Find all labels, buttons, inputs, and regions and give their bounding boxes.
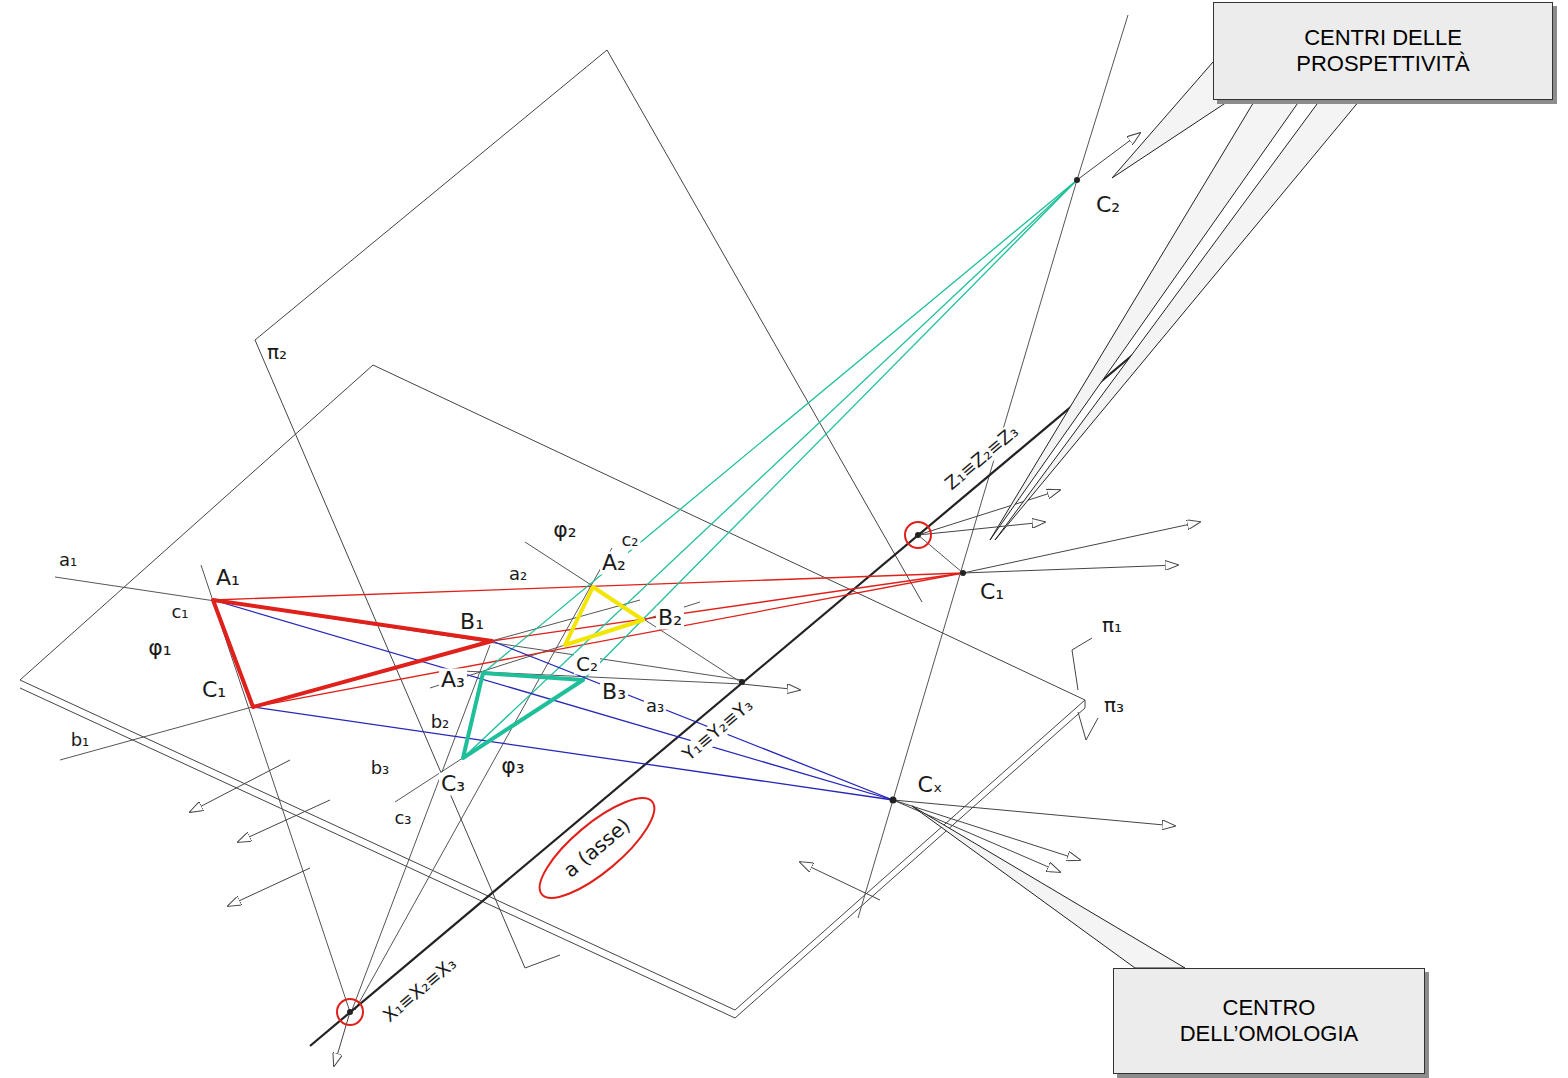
line-label: a₃ — [644, 697, 666, 716]
direction-arrow — [918, 522, 1045, 535]
centre-point — [960, 570, 966, 576]
trace-lines — [55, 15, 1128, 1012]
plane-label: π₂ — [265, 342, 289, 363]
direction-arrow — [800, 862, 880, 900]
line-b1 — [60, 600, 640, 760]
construction-line — [1077, 15, 1128, 180]
direction-arrow — [918, 490, 1060, 535]
centre-label: C₁ — [978, 580, 1006, 603]
callout-box: CENTRI DELLE PROSPETTIVITÀ — [1213, 2, 1553, 100]
homology-axis — [310, 353, 1135, 1046]
point-label: A₁ — [214, 566, 242, 589]
line-label: c₂ — [619, 531, 640, 550]
axis-point — [739, 679, 745, 685]
plane-outlines — [20, 50, 1098, 1018]
highlight-marks — [337, 522, 931, 1025]
centre-point — [1074, 177, 1080, 183]
line-c2 — [355, 548, 612, 1010]
homology-ray — [253, 707, 893, 800]
triangle-3 — [463, 673, 583, 758]
direction-arrows — [190, 133, 1200, 1066]
plane-pi3 — [20, 688, 1085, 1018]
axis-label: a (asse) — [558, 813, 636, 883]
line-label: a₂ — [507, 565, 529, 584]
triangle-2 — [565, 587, 643, 645]
line-label: c₁ — [169, 603, 190, 622]
axis-point-label: Y₁≡Y₂≡Y₃ — [678, 694, 758, 766]
point-label: B₂ — [656, 606, 684, 629]
plane-edge — [1085, 700, 1086, 708]
plane-name-label: φ₂ — [551, 518, 578, 541]
plane-pi1 — [20, 365, 1085, 1010]
point-label: A₃ — [439, 668, 467, 691]
centre-label: Cₓ — [915, 773, 944, 796]
construction-line — [918, 535, 963, 573]
line-a2 — [525, 542, 742, 683]
plane-tick — [1078, 712, 1098, 740]
axis-point — [915, 532, 921, 538]
axis-point — [347, 1009, 353, 1015]
highlight-circle — [905, 522, 931, 548]
projection-ray — [583, 180, 1077, 680]
direction-arrow — [238, 800, 330, 842]
homology-ray — [213, 600, 893, 800]
direction-arrow — [742, 684, 800, 690]
projection-rays-c2 — [463, 180, 1077, 758]
callout-pointer — [990, 100, 1300, 540]
line-label: c₃ — [392, 809, 413, 828]
homology-ray — [492, 641, 893, 800]
line-label: a₁ — [57, 551, 79, 570]
homology-rays — [213, 600, 893, 800]
callout-text: CENTRO DELL’OMOLOGIA — [1154, 995, 1384, 1048]
projection-ray — [483, 180, 1077, 673]
line-c3 — [352, 645, 490, 1010]
point-label: A₂ — [600, 551, 628, 574]
callout-box: CENTRO DELL’OMOLOGIA — [1113, 968, 1425, 1074]
triangle-1 — [213, 600, 492, 707]
direction-arrow — [228, 868, 310, 906]
plane-pi2 — [255, 50, 922, 602]
point-label: C₁ — [200, 678, 228, 701]
plane-name-label: φ₁ — [146, 636, 173, 659]
plane-label: π₁ — [1100, 615, 1124, 636]
line-label: b₃ — [369, 759, 392, 778]
plane-tick — [1072, 638, 1092, 690]
callout-text: CENTRI DELLE PROSPETTIVITÀ — [1254, 25, 1512, 78]
direction-arrow — [190, 760, 290, 812]
point-label: B₁ — [458, 610, 486, 633]
callout-pointer — [995, 100, 1360, 540]
direction-arrow — [963, 522, 1200, 573]
callout-pointer — [912, 806, 1185, 968]
projection-ray — [463, 180, 1077, 758]
plane-label: π₃ — [1102, 695, 1126, 716]
centre-point — [890, 797, 897, 804]
highlight-circle — [337, 999, 363, 1025]
point-label: C₃ — [439, 772, 467, 795]
point-label: C₂ — [574, 654, 600, 675]
points — [347, 177, 1080, 1015]
plane-name-label: φ₃ — [499, 754, 526, 777]
axis-point-label: X₁≡X₂≡X₃ — [378, 953, 461, 1027]
projection-ray — [253, 573, 963, 707]
point-label: B₃ — [600, 680, 628, 703]
highlight-ellipse — [526, 783, 667, 912]
line-label: b₁ — [69, 731, 92, 750]
centre-label: C₂ — [1094, 193, 1122, 216]
line-label: b₂ — [429, 713, 452, 732]
callout-pointers — [912, 62, 1360, 968]
